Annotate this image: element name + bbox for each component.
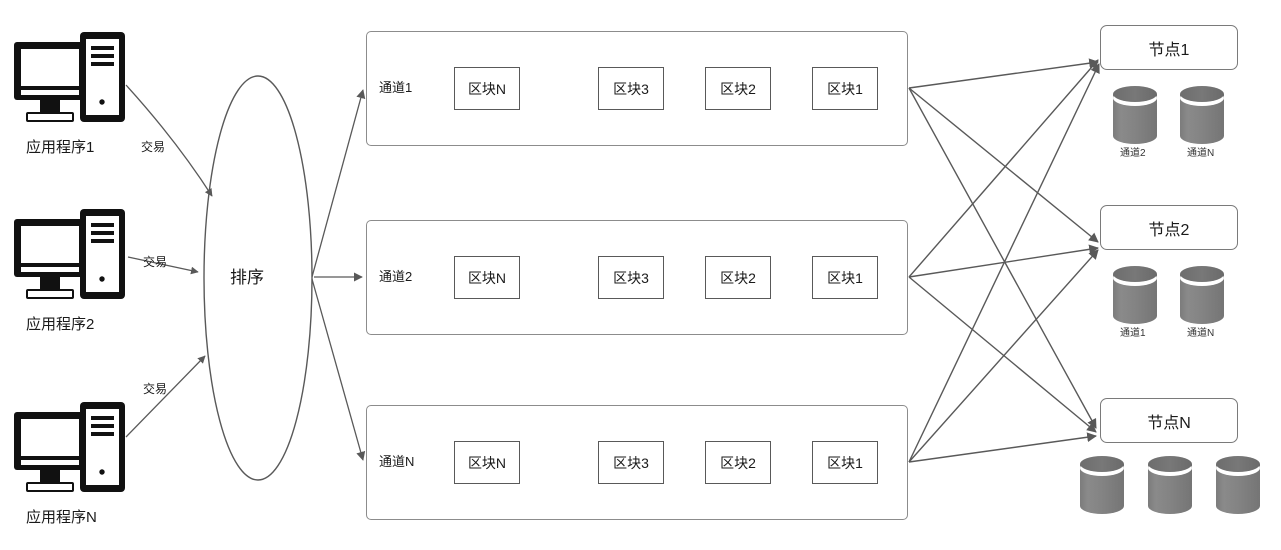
orderer-ellipse bbox=[203, 75, 313, 481]
desktop-computer-icon bbox=[14, 402, 125, 492]
desktop-computer-icon bbox=[14, 209, 125, 299]
ledger-cylinder-icon bbox=[1180, 86, 1224, 144]
node-box-1: 节点1 bbox=[1100, 25, 1238, 70]
node-box-3: 节点N bbox=[1100, 398, 1238, 443]
edge-label-transaction-1: 交易 bbox=[141, 140, 166, 154]
ledger-cylinder-icon bbox=[1148, 456, 1192, 514]
edge-channel1-to-node1 bbox=[908, 58, 1099, 89]
block-box: 区块2 bbox=[705, 441, 771, 484]
channel-label-1: 通道1 bbox=[379, 80, 413, 95]
edge-channelN-to-nodeN bbox=[908, 432, 1097, 463]
edge-channel2-to-node1 bbox=[908, 59, 1099, 278]
block-box: 区块1 bbox=[812, 67, 878, 110]
block-box: 区块N bbox=[454, 256, 520, 299]
app-label-2: 应用程序2 bbox=[26, 316, 95, 333]
ledger-cylinder-icon bbox=[1216, 456, 1260, 514]
ledger-label-node2-b: 通道N bbox=[1187, 328, 1215, 339]
edge-orderer-to-channel1 bbox=[311, 89, 366, 278]
edge-orderer-to-channelN bbox=[311, 278, 366, 461]
node-box-2: 节点2 bbox=[1100, 205, 1238, 250]
edge-channel1-to-node2 bbox=[908, 87, 1099, 243]
block-box: 区块2 bbox=[705, 67, 771, 110]
edge-appN-to-orderer bbox=[125, 355, 206, 438]
block-box: 区块N bbox=[454, 441, 520, 484]
ledger-label-node1-b: 通道N bbox=[1187, 148, 1215, 159]
ledger-label-node1-a: 通道2 bbox=[1120, 148, 1146, 159]
desktop-computer-icon bbox=[14, 32, 125, 122]
edge-label-transaction-3: 交易 bbox=[143, 382, 168, 396]
edge-app2-to-orderer bbox=[127, 256, 199, 275]
block-box: 区块1 bbox=[812, 441, 878, 484]
channel-label-3: 通道N bbox=[379, 454, 415, 469]
app-label-3: 应用程序N bbox=[26, 509, 97, 526]
ledger-cylinder-icon bbox=[1080, 456, 1124, 514]
block-box: 区块3 bbox=[598, 256, 664, 299]
block-box: 区块N bbox=[454, 67, 520, 110]
block-box: 区块3 bbox=[598, 67, 664, 110]
orderer-label: 排序 bbox=[230, 268, 264, 287]
edge-channelN-to-node2 bbox=[908, 249, 1099, 463]
block-box: 区块1 bbox=[812, 256, 878, 299]
channel-label-2: 通道2 bbox=[379, 269, 413, 284]
ledger-label-node2-a: 通道1 bbox=[1120, 328, 1146, 339]
block-box: 区块2 bbox=[705, 256, 771, 299]
edge-channel1-to-nodeN bbox=[908, 87, 1097, 429]
ledger-cylinder-icon bbox=[1113, 266, 1157, 324]
app-label-1: 应用程序1 bbox=[26, 139, 95, 156]
block-box: 区块3 bbox=[598, 441, 664, 484]
edge-channel2-to-nodeN bbox=[908, 276, 1097, 433]
ledger-cylinder-icon bbox=[1113, 86, 1157, 144]
edge-label-transaction-2: 交易 bbox=[143, 255, 168, 269]
edge-app1-to-orderer bbox=[125, 84, 213, 197]
edge-channelN-to-node1 bbox=[908, 63, 1100, 463]
ledger-cylinder-icon bbox=[1180, 266, 1224, 324]
